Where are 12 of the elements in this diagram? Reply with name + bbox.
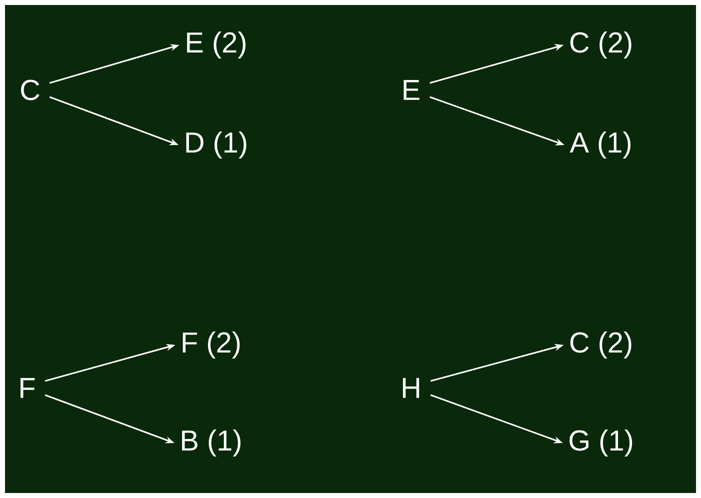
letter-label: B (1): [182, 430, 240, 456]
letter-label: F (2): [182, 332, 240, 358]
letter-label: C (2): [570, 32, 632, 58]
letter-label: E: [404, 80, 420, 100]
letter-label: G (1): [570, 430, 632, 456]
letter-label: F: [20, 378, 35, 398]
letter-label: H: [402, 378, 420, 398]
letter-label: C (2): [570, 332, 632, 358]
letter-label: C: [21, 80, 40, 100]
letter-label: D (1): [186, 132, 246, 158]
letter-label: E (2): [187, 32, 246, 58]
letter-label: A (1): [570, 132, 630, 158]
